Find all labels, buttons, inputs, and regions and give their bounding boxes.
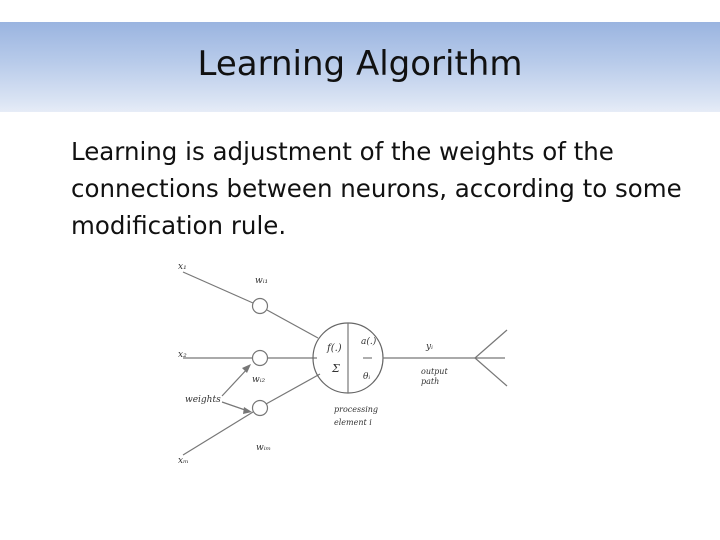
weight-node-2 bbox=[251, 349, 269, 367]
neuron-f-label: f(.) bbox=[326, 343, 342, 354]
processing-label-2: element i bbox=[334, 418, 372, 427]
output-fork-top bbox=[474, 329, 508, 359]
input-line-mb bbox=[265, 373, 321, 405]
output-fork-bottom bbox=[474, 357, 508, 387]
input-line-1b bbox=[266, 309, 319, 339]
neuron-theta-label: θᵢ bbox=[363, 372, 370, 382]
input-label-2: x₂ bbox=[178, 350, 187, 360]
weight-node-m bbox=[251, 399, 269, 417]
weight-label-1: wᵢ₁ bbox=[255, 276, 268, 286]
slide-body-text: Learning is adjustment of the weights of… bbox=[71, 133, 691, 244]
input-label-1: x₁ bbox=[178, 262, 187, 272]
weight-label-m: wᵢₘ bbox=[256, 443, 271, 453]
body-rest: is adjustment of the weights of the conn… bbox=[71, 137, 682, 240]
output-label-2: path bbox=[421, 377, 439, 386]
slide-title: Learning Algorithm bbox=[197, 44, 523, 84]
weight-node-1 bbox=[251, 297, 269, 315]
weights-label: weights bbox=[185, 395, 221, 405]
output-y-label: yᵢ bbox=[425, 342, 433, 352]
title-bar bbox=[0, 22, 720, 112]
weight-label-2: wᵢ₂ bbox=[252, 375, 266, 385]
processing-label-1: processing bbox=[334, 405, 378, 414]
arrowhead-1 bbox=[242, 364, 251, 373]
input-label-m: xₘ bbox=[178, 456, 189, 466]
input-line-1 bbox=[182, 271, 254, 304]
input-line-m bbox=[182, 411, 254, 456]
neuron-sigma-label: Σ bbox=[331, 362, 340, 375]
arrowhead-2 bbox=[243, 407, 252, 414]
output-label-1: output bbox=[421, 367, 448, 376]
weight-arrow-1 bbox=[221, 366, 250, 397]
lead-word: Learning bbox=[71, 137, 178, 166]
neuron-a-label: a(.) bbox=[361, 336, 377, 347]
